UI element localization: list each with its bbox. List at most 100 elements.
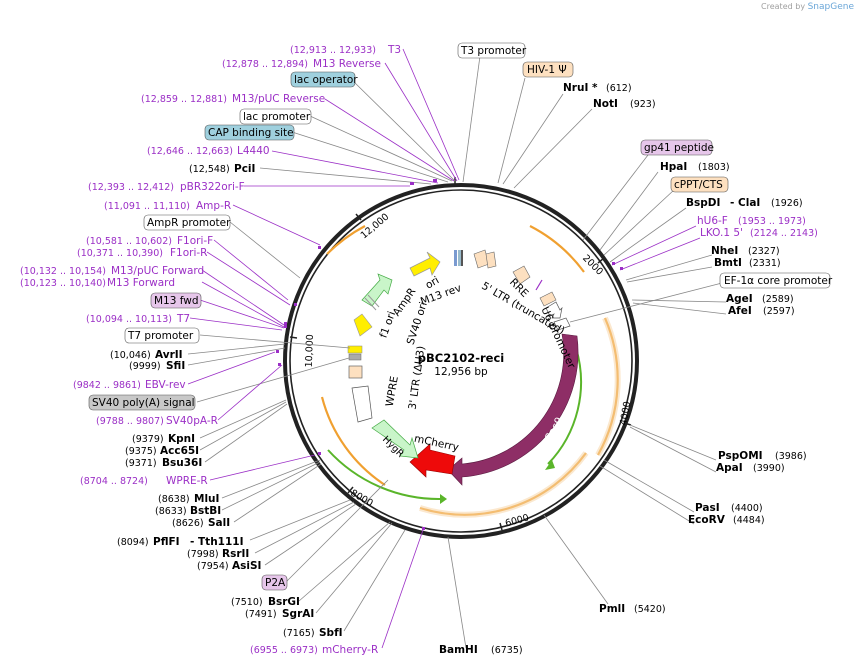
t3prom-label[interactable]: T3 promoter	[460, 45, 527, 57]
line-acc65i	[199, 401, 287, 451]
line-wprer	[209, 454, 316, 481]
cap-label[interactable]: CAP binding site	[208, 127, 294, 139]
clai-name[interactable]: - ClaI	[730, 197, 760, 209]
acc65i-name[interactable]: Acc65I	[160, 445, 199, 457]
lac-feature-2[interactable]	[458, 250, 461, 266]
mlui-name[interactable]: MluI	[194, 493, 219, 505]
lac-feature-3[interactable]	[461, 250, 463, 266]
ltr5-feature-b[interactable]	[485, 251, 497, 269]
agei-name[interactable]: AgeI	[726, 293, 753, 305]
bsrgi-name[interactable]: BsrGI	[268, 596, 300, 608]
sbfi-name[interactable]: SbfI	[319, 627, 343, 639]
nhei-pos: (2327)	[748, 246, 780, 257]
m13pucrev-name[interactable]: M13/pUC Reverse	[232, 93, 325, 105]
f1orif-range: (10,581 .. 10,602)	[86, 236, 172, 247]
rre-feature[interactable]	[512, 265, 531, 285]
line-gp41	[582, 154, 649, 241]
pmli-name[interactable]: PmlI	[599, 603, 625, 615]
cap-box	[204, 124, 295, 141]
ebvrev-name[interactable]: EBV-rev	[145, 379, 186, 391]
sv40pa-feature[interactable]	[348, 353, 362, 361]
ori-feature[interactable]	[409, 251, 441, 277]
hiv1-label[interactable]: HIV-1 Ψ	[527, 64, 567, 76]
ampr-feature[interactable]	[361, 273, 393, 307]
lacop-label[interactable]: lac operator	[294, 74, 358, 86]
m13fwd-box	[150, 292, 202, 309]
bspdi-name[interactable]: BspDI	[686, 197, 720, 209]
ef1a-label[interactable]: EF-1α core promoter	[724, 275, 833, 287]
t7prom-label[interactable]: T7 promoter	[127, 330, 194, 342]
asisi-pos: (7954)	[197, 561, 229, 572]
m13pucfwd-range: (10,132 .. 10,154)	[20, 266, 106, 277]
line-bstbi	[221, 461, 321, 511]
f1orir-name[interactable]: F1ori-R	[170, 247, 207, 259]
agei-pos: (2589)	[762, 294, 794, 305]
sv40-small-feature[interactable]	[347, 345, 363, 354]
lacprom-label[interactable]: lac promoter	[243, 111, 311, 123]
bstbi-name[interactable]: BstBI	[190, 505, 221, 517]
hu6f-name[interactable]: hU6-F	[697, 215, 728, 227]
leader-lines	[187, 48, 727, 649]
f1ori-feature[interactable]	[353, 313, 373, 337]
l4440-name[interactable]: L4440	[237, 145, 270, 157]
ampr-name[interactable]: Amp-R	[196, 200, 231, 212]
mcherry-feature[interactable]	[409, 443, 456, 478]
nhei-name[interactable]: NheI	[711, 245, 738, 257]
wpre-feature[interactable]	[351, 385, 373, 423]
mcherryr-name[interactable]: mCherry-R	[322, 644, 378, 656]
hygr-feature[interactable]	[371, 419, 419, 459]
sali-name[interactable]: SalI	[208, 517, 230, 529]
gp41-label[interactable]: gp41 peptide	[644, 142, 714, 154]
afei-name[interactable]: AfeI	[728, 305, 752, 317]
tth111i-name[interactable]: - Tth111I	[190, 536, 244, 548]
cppt-feature[interactable]	[539, 291, 557, 307]
m13fwd-label[interactable]: M13 fwd	[154, 295, 199, 307]
line-t3prom	[462, 55, 481, 183]
f1orif-name[interactable]: F1ori-F	[177, 235, 213, 247]
amprprom-label[interactable]: AmpR promoter	[147, 217, 231, 229]
ef1a-feature[interactable]	[553, 317, 571, 331]
avrii-name[interactable]: AvrII	[155, 349, 183, 361]
pbr-name[interactable]: pBR322ori-F	[180, 181, 245, 193]
pasi-name[interactable]: PasI	[695, 502, 720, 514]
line-f1orir	[206, 251, 291, 306]
asisi-name[interactable]: AsiSI	[232, 560, 261, 572]
hpai-name[interactable]: HpaI	[660, 161, 687, 173]
ecorv-name[interactable]: EcoRV	[688, 514, 726, 526]
lac-feature-1[interactable]	[454, 250, 457, 266]
pspomi-name[interactable]: PspOMI	[718, 450, 763, 462]
sfii-name[interactable]: SfiI	[166, 360, 185, 372]
m13pucfwd-name[interactable]: M13/pUC Forward	[111, 265, 204, 277]
bamhi-name[interactable]: BamHI	[439, 644, 478, 656]
pcii-name[interactable]: PciI	[234, 163, 255, 175]
bsu36i-name[interactable]: Bsu36I	[162, 457, 202, 469]
kpni-pos: (9379)	[132, 434, 164, 445]
nrui-name[interactable]: NruI *	[563, 82, 598, 94]
cppt-label[interactable]: cPPT/CTS	[674, 179, 723, 191]
ef1a-box	[719, 272, 831, 289]
pflfi-pos: (8094)	[117, 537, 149, 548]
sv40par-name[interactable]: SV40pA-R	[166, 415, 218, 427]
cas9-feature[interactable]	[447, 333, 579, 486]
lacprom-box	[239, 108, 312, 125]
pflfi-name[interactable]: PflFI	[153, 536, 180, 548]
noti-name[interactable]: NotI	[593, 98, 618, 110]
sv40pa-label[interactable]: SV40 poly(A) signal	[92, 397, 195, 409]
apai-name[interactable]: ApaI	[716, 462, 743, 474]
t3-name[interactable]: T3	[387, 44, 401, 56]
sgrai-name[interactable]: SgrAI	[282, 608, 314, 620]
line-m13pucfwd	[201, 269, 285, 326]
u6-feature[interactable]	[545, 301, 563, 319]
line-mlui	[221, 459, 321, 499]
m13fwd2-name[interactable]: M13 Forward	[107, 277, 175, 289]
wprer-name[interactable]: WPRE-R	[166, 475, 208, 487]
t7-name[interactable]: T7	[176, 313, 190, 325]
p2a-label[interactable]: P2A	[265, 577, 286, 589]
m13rev-name[interactable]: M13 Reverse	[313, 58, 381, 70]
tick-label-4000: 4000	[618, 401, 633, 427]
ltr3-feature[interactable]	[348, 365, 363, 379]
bmti-name[interactable]: BmtI	[714, 257, 742, 269]
rsrii-name[interactable]: RsrII	[222, 548, 249, 560]
kpni-name[interactable]: KpnI	[168, 433, 195, 445]
lko-name[interactable]: LKO.1 5'	[700, 227, 743, 239]
